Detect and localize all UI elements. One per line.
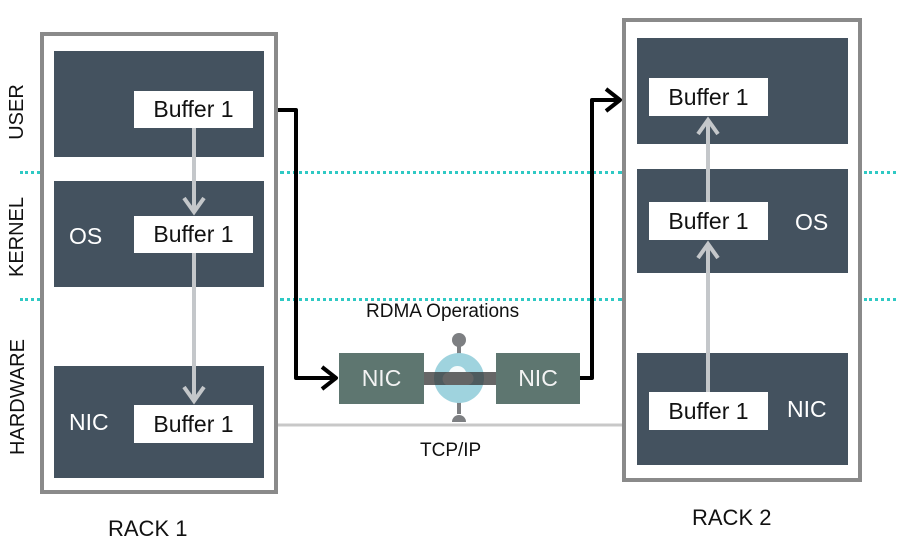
rdma-path-left [278,108,334,380]
rack1-kernel-label: OS [69,223,103,249]
divider-kernel-hardware-left [20,298,40,301]
rack-1-title: RACK 1 [108,516,188,541]
rdma-path-right [580,98,618,380]
cloud-bottom-knob [452,415,466,422]
rack2-nic-to-kernel-arrowhead [696,240,720,260]
rack2-hardware-label: NIC [787,396,827,422]
rack-2-title: RACK 2 [692,505,772,530]
divider-user-kernel-right [864,171,896,174]
tcp-ip-label: TCP/IP [420,440,482,461]
rack1-user-to-kernel-arrowhead [182,196,206,216]
rack1-hardware-buffer: Buffer 1 [134,405,253,443]
rack1-user-buffer: Buffer 1 [134,91,253,128]
rdma-operations-label: RDMA Operations [366,301,520,322]
rdma-path-right-arrowhead [604,87,622,113]
rack1-kernel-to-nic-arrowhead [182,385,206,405]
divider-kernel-hardware-middle [280,298,622,301]
divider-user-kernel-left [20,171,40,174]
divider-user-kernel-middle [280,171,622,174]
rdma-nic-right: NIC [496,353,580,404]
rack2-user-buffer: Buffer 1 [649,78,768,116]
rdma-nic-left: NIC [339,353,424,404]
rack1-kernel-buffer: Buffer 1 [134,216,253,253]
rack1-hardware-label: NIC [69,409,109,435]
rack2-hardware-buffer: Buffer 1 [649,392,768,430]
rack2-kernel-label: OS [795,209,829,235]
cloud-top-knob [452,333,466,347]
divider-kernel-hardware-right [864,298,896,301]
rack2-kernel-buffer: Buffer 1 [649,202,768,240]
rdma-bridge-bar [414,372,504,385]
rdma-path-left-arrowhead [320,365,338,391]
rack2-kernel-to-user-arrowhead [696,116,720,136]
